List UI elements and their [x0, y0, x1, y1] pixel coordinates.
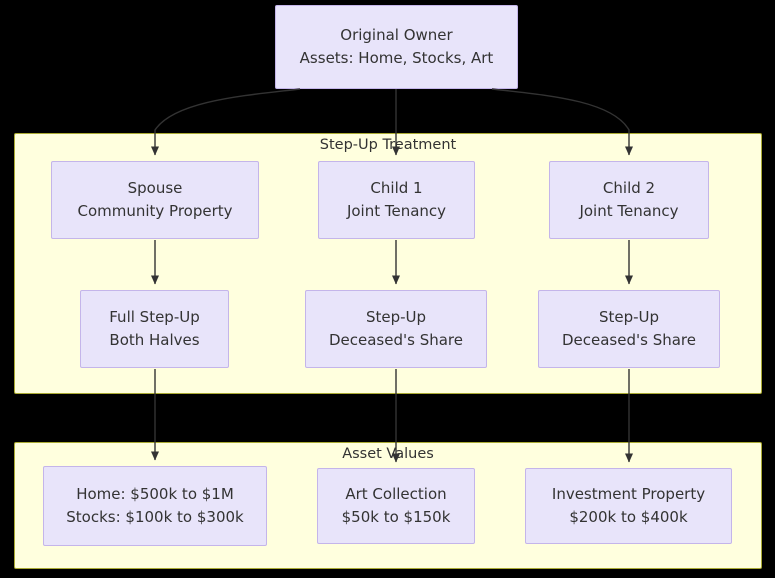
node-art-collection-line-2: $50k to $150k	[341, 508, 451, 526]
node-full-step-up[interactable]: Full Step-Up Both Halves	[80, 290, 229, 368]
node-child-2-line-1: Child 2	[602, 179, 656, 197]
node-spouse[interactable]: Spouse Community Property	[51, 161, 259, 239]
node-spouse-line-2: Community Property	[77, 202, 233, 220]
node-investment-property-line-2: $200k to $400k	[569, 508, 688, 526]
node-home-stocks-line-1: Home: $500k to $1M	[76, 485, 234, 503]
node-full-step-up-line-1: Full Step-Up	[109, 308, 200, 326]
node-spouse-line-1: Spouse	[127, 179, 183, 197]
node-step-up-deceased-share-2[interactable]: Step-Up Deceased's Share	[538, 290, 720, 368]
node-child-2-line-2: Joint Tenancy	[579, 202, 679, 220]
node-child-2[interactable]: Child 2 Joint Tenancy	[549, 161, 709, 239]
node-step-up-deceased-share-2-line-2: Deceased's Share	[561, 331, 696, 349]
cluster-label-step-up-treatment: Step-Up Treatment	[319, 137, 457, 153]
cluster-label-asset-values: Asset Values	[342, 446, 434, 462]
node-child-1-line-1: Child 1	[370, 179, 423, 197]
node-child-1[interactable]: Child 1 Joint Tenancy	[318, 161, 475, 239]
node-art-collection[interactable]: Art Collection $50k to $150k	[317, 468, 475, 544]
node-step-up-deceased-share-1-line-1: Step-Up	[365, 308, 427, 326]
node-investment-property[interactable]: Investment Property $200k to $400k	[525, 468, 732, 544]
node-step-up-deceased-share-1-line-2: Deceased's Share	[328, 331, 463, 349]
node-child-1-line-2: Joint Tenancy	[346, 202, 447, 220]
node-home-stocks-line-2: Stocks: $100k to $300k	[66, 508, 244, 526]
node-art-collection-line-1: Art Collection	[345, 485, 447, 503]
node-original-owner-line-2: Assets: Home, Stocks, Art	[299, 49, 494, 67]
node-step-up-deceased-share-1[interactable]: Step-Up Deceased's Share	[305, 290, 487, 368]
node-original-owner[interactable]: Original Owner Assets: Home, Stocks, Art	[275, 5, 518, 89]
node-home-stocks[interactable]: Home: $500k to $1M Stocks: $100k to $300…	[43, 466, 267, 546]
node-original-owner-line-1: Original Owner	[340, 26, 453, 44]
node-investment-property-line-1: Investment Property	[551, 485, 706, 503]
node-step-up-deceased-share-2-line-1: Step-Up	[598, 308, 660, 326]
node-full-step-up-line-2: Both Halves	[109, 331, 200, 349]
